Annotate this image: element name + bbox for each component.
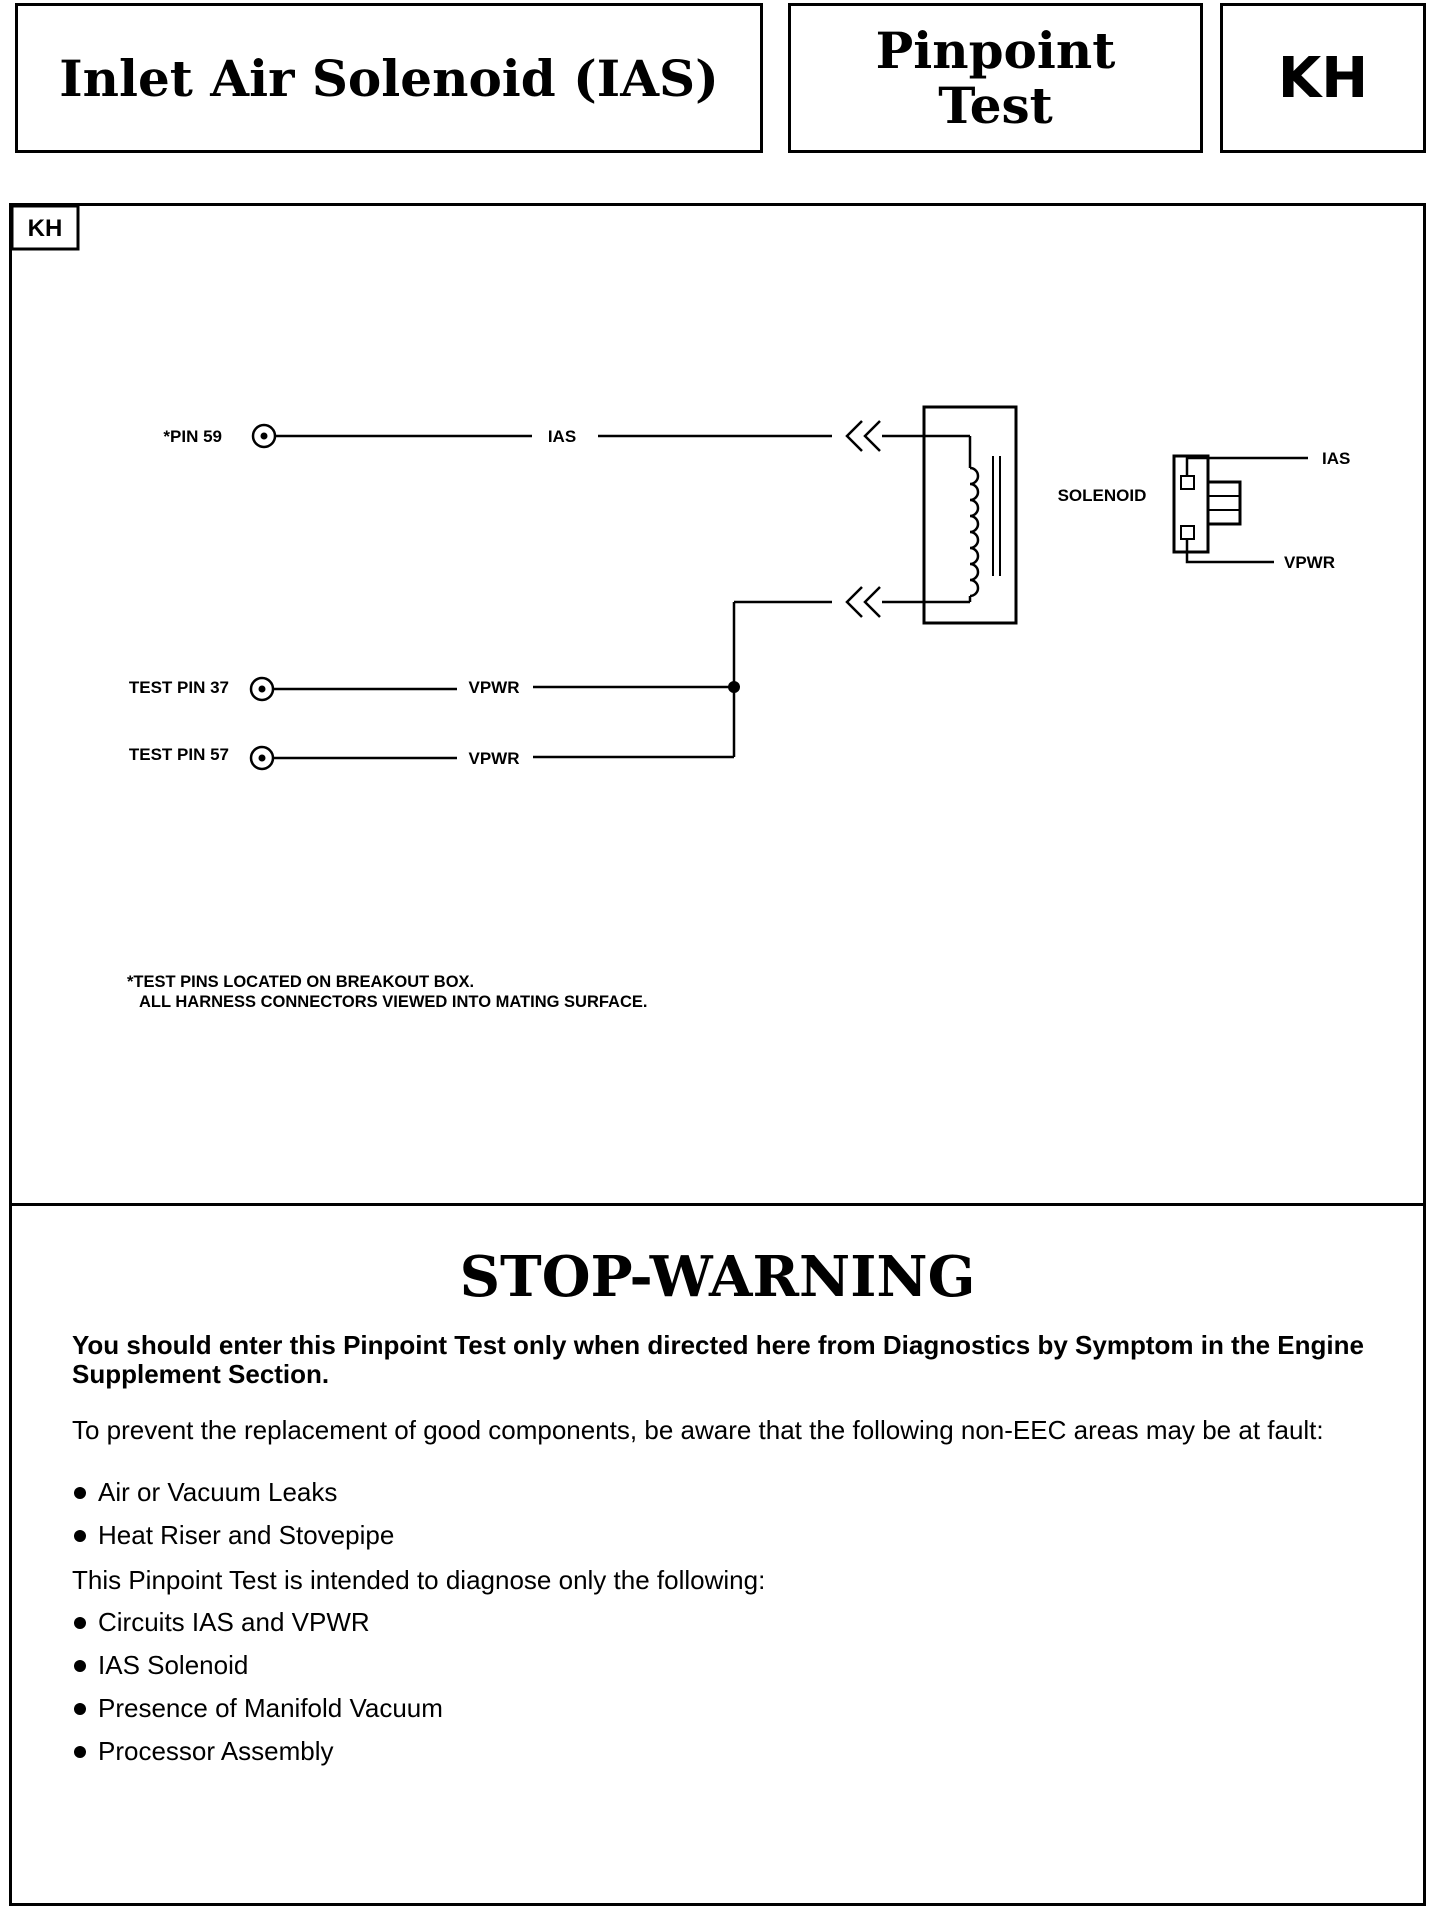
fault-area-list: Air or Vacuum Leaks Heat Riser and Stove… [72,1478,394,1564]
list-item: Heat Riser and Stovepipe [72,1521,394,1564]
warning-prevent-text: To prevent the replacement of good compo… [72,1415,1324,1445]
test-type-line1: Pinpoint [875,21,1116,80]
page-title: Inlet Air Solenoid (IAS) [59,48,719,108]
connector-chevron-icon [845,420,881,452]
pin-59-label: *PIN 59 [163,427,222,446]
solenoid-connector-icon [1172,454,1308,564]
solenoid-label: SOLENOID [1058,486,1147,505]
pin-37-wire-label: VPWR [469,678,520,697]
connector-ias-label: IAS [1322,449,1350,468]
list-item: Air or Vacuum Leaks [72,1478,394,1521]
pin-57-wire-label: VPWR [469,749,520,768]
connector-vpwr-label: VPWR [1284,553,1335,572]
diagram-tag: KH [28,215,63,242]
pin-57-terminal-icon [249,745,275,771]
solenoid-body [922,405,1018,625]
warning-title: STOP-WARNING [459,1244,976,1310]
footnote-line1: *TEST PINS LOCATED ON BREAKOUT BOX. [127,973,474,991]
diagram-tag-box [12,206,80,251]
test-type-box: Pinpoint Test [788,3,1203,153]
list-item: Processor Assembly [72,1737,443,1780]
pin-57-label: TEST PIN 57 [129,745,229,764]
wiring-diagram-area: KH *PIN 59 IAS [12,206,1423,1206]
list-item: IAS Solenoid [72,1651,443,1694]
diagnose-list: Circuits IAS and VPWR IAS Solenoid Prese… [72,1608,443,1780]
footnote-line2: ALL HARNESS CONNECTORS VIEWED INTO MATIN… [139,993,647,1011]
test-code-box: KH [1220,3,1426,153]
test-code: KH [1277,45,1369,111]
title-box: Inlet Air Solenoid (IAS) [15,3,763,153]
main-frame: KH *PIN 59 IAS [9,203,1426,1906]
pin-59-wire-label: IAS [548,427,576,446]
test-type-line2: Test [938,76,1053,135]
connector-chevron-icon [845,586,881,618]
list-item: Presence of Manifold Vacuum [72,1694,443,1737]
pin-37-label: TEST PIN 37 [129,678,229,697]
wiring-diagram: KH *PIN 59 IAS [12,206,1350,1011]
solenoid-coil-icon [969,466,980,598]
pin-59-terminal-icon [251,423,277,449]
warning-intro: You should enter this Pinpoint Test only… [72,1330,1364,1389]
warning-section: STOP-WARNING You should enter this Pinpo… [12,1206,1423,1903]
pin-37-terminal-icon [249,676,275,702]
list-item: Circuits IAS and VPWR [72,1608,443,1651]
warning-diagnose-text: This Pinpoint Test is intended to diagno… [72,1565,766,1595]
